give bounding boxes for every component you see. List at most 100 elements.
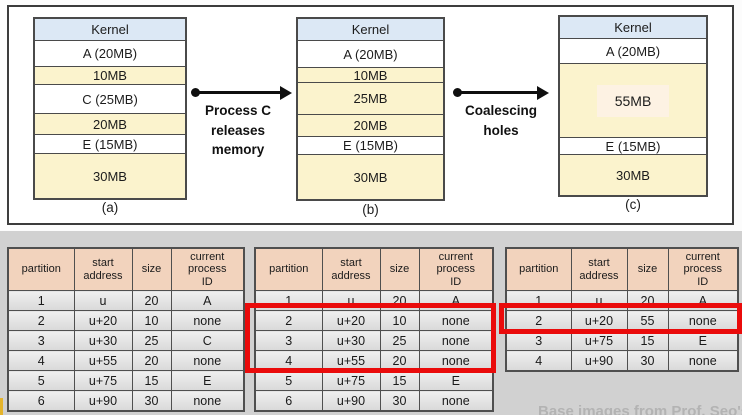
- memory-block: A (20MB): [298, 41, 443, 68]
- kernel-block: Kernel: [298, 19, 443, 41]
- table-row: 2 u+20 10 none: [254, 310, 494, 331]
- table-cell: none: [170, 350, 245, 371]
- table-cell: 4: [254, 350, 323, 371]
- table-cell: 2: [505, 310, 572, 331]
- memory-block: 30MB: [298, 155, 443, 199]
- table-cell: u+75: [321, 370, 381, 391]
- table-cell: 20: [379, 350, 420, 371]
- table-cell: 2: [254, 310, 323, 331]
- table-cell: u: [570, 290, 628, 311]
- table-cell: 5: [7, 370, 75, 391]
- table-cell: A: [170, 290, 245, 311]
- table-cell: 4: [505, 350, 572, 372]
- table-cell: C: [170, 330, 245, 351]
- table-cell: A: [667, 290, 739, 311]
- memory-block: A (20MB): [560, 39, 706, 64]
- column-header: partition: [254, 247, 323, 291]
- partition-table-a: partition start address size current pro…: [7, 247, 245, 412]
- table-cell: none: [667, 350, 739, 372]
- table-cell: none: [170, 390, 245, 412]
- panel-caption-c: (c): [625, 197, 641, 212]
- column-header: partition: [7, 247, 75, 291]
- header-row: partition start address size current pro…: [7, 247, 245, 291]
- table-cell: 55: [626, 310, 669, 331]
- arrow-line: [196, 91, 283, 94]
- table-cell: 20: [379, 290, 420, 311]
- table-row: 5 u+75 15 E: [7, 370, 245, 391]
- table-row: 3 u+30 25 C: [7, 330, 245, 351]
- table-cell: 30: [131, 390, 172, 412]
- arrow-line: [458, 91, 540, 94]
- table-cell: 1: [7, 290, 75, 311]
- table-row: 3 u+75 15 E: [505, 330, 739, 351]
- memory-block: 30MB: [560, 155, 706, 195]
- arrow-label: Coalescing holes: [464, 103, 538, 138]
- table-row: 6 u+90 30 none: [254, 390, 494, 412]
- arrow-dot: [191, 88, 200, 97]
- column-header: partition: [505, 247, 572, 291]
- arrow-dot: [453, 88, 462, 97]
- partition-table-c: partition start address size current pro…: [505, 247, 739, 372]
- kernel-block: Kernel: [35, 19, 185, 41]
- header-row: partition start address size current pro…: [505, 247, 739, 291]
- partition-table-b: partition start address size current pro…: [254, 247, 494, 412]
- coalesced-hole-block: 55MB: [560, 64, 706, 138]
- table-cell: u+30: [73, 330, 133, 351]
- table-cell: 20: [131, 350, 172, 371]
- table-cell: 3: [505, 330, 572, 351]
- table-cell: 10: [379, 310, 420, 331]
- memory-block: 25MB: [298, 83, 443, 115]
- table-cell: u+55: [73, 350, 133, 371]
- table-cell: 10: [131, 310, 172, 331]
- table-row: 4 u+55 20 none: [254, 350, 494, 371]
- memory-block: 20MB: [298, 115, 443, 137]
- memory-block: 20MB: [35, 114, 185, 135]
- table-row: 4 u+90 30 none: [505, 350, 739, 372]
- table-cell: 15: [131, 370, 172, 391]
- table-cell: u+55: [321, 350, 381, 371]
- table-cell: u+75: [73, 370, 133, 391]
- arrow-head-icon: [537, 85, 549, 100]
- memory-map-c: Kernel A (20MB) 55MB E (15MB) 30MB: [558, 15, 708, 197]
- table-cell: 3: [7, 330, 75, 351]
- table-cell: E: [418, 370, 494, 391]
- panel-caption-a: (a): [101, 200, 119, 215]
- column-header: size: [379, 247, 420, 291]
- yellow-corner-artifact: [0, 398, 3, 415]
- table-row: 5 u+75 15 E: [254, 370, 494, 391]
- table-cell: u+20: [570, 310, 628, 331]
- kernel-block: Kernel: [560, 17, 706, 39]
- memory-map-b: Kernel A (20MB) 10MB 25MB 20MB E (15MB) …: [296, 17, 445, 201]
- table-row: 1 u 20 A: [254, 290, 494, 311]
- table-cell: u: [73, 290, 133, 311]
- table-cell: none: [418, 330, 494, 351]
- table-cell: 30: [379, 390, 420, 412]
- table-cell: 3: [254, 330, 323, 351]
- arrow-head-icon: [280, 85, 292, 100]
- table-cell: 20: [626, 290, 669, 311]
- table-cell: u+30: [321, 330, 381, 351]
- table-cell: 30: [626, 350, 669, 372]
- column-header: size: [131, 247, 172, 291]
- column-header: current process ID: [418, 247, 494, 291]
- table-cell: 15: [626, 330, 669, 351]
- memory-block: C (25MB): [35, 85, 185, 114]
- column-header: current process ID: [170, 247, 245, 291]
- table-cell: A: [418, 290, 494, 311]
- table-row: 2 u+20 55 none: [505, 310, 739, 331]
- table-cell: none: [667, 310, 739, 331]
- table-cell: 5: [254, 370, 323, 391]
- table-row: 4 u+55 20 none: [7, 350, 245, 371]
- memory-block: 10MB: [35, 67, 185, 85]
- memory-block: A (20MB): [35, 41, 185, 67]
- table-cell: u+20: [321, 310, 381, 331]
- table-cell: none: [418, 310, 494, 331]
- memory-block: E (15MB): [35, 135, 185, 154]
- table-cell: E: [170, 370, 245, 391]
- panel-caption-b: (b): [362, 202, 379, 217]
- table-row: 1 u 20 A: [505, 290, 739, 311]
- table-cell: u: [321, 290, 381, 311]
- column-header: start address: [570, 247, 628, 291]
- table-cell: 20: [131, 290, 172, 311]
